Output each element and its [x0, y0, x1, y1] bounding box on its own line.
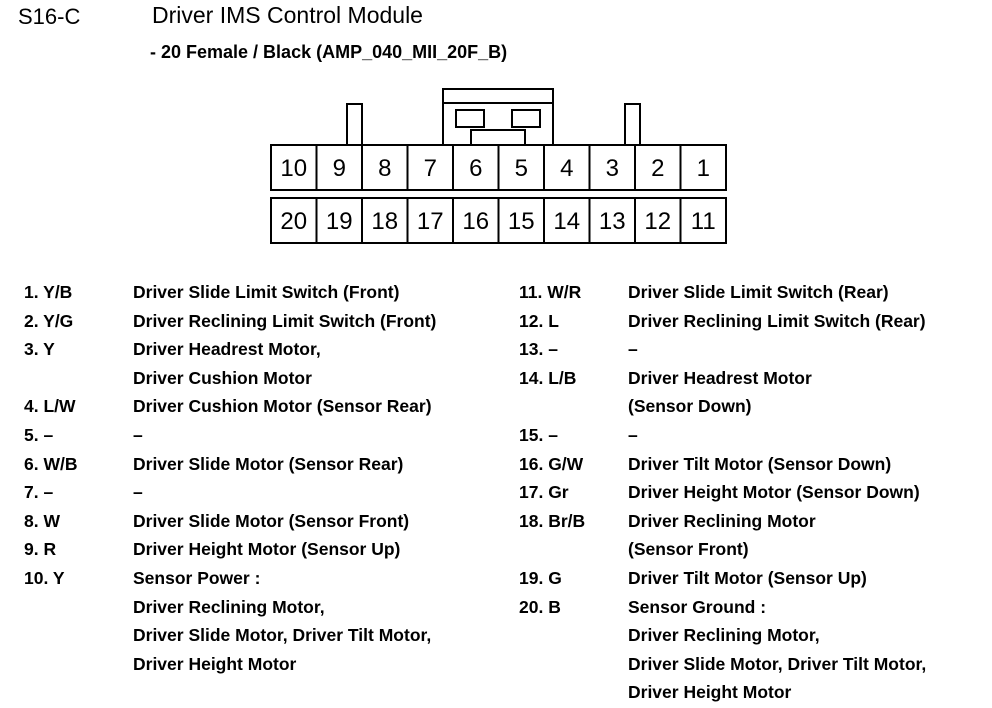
- pin-row: 4. L/W Driver Cushion Motor (Sensor Rear): [20, 392, 510, 421]
- pin-description: Sensor Power : Driver Reclining Motor, D…: [133, 567, 432, 674]
- connector-pin-20: 20: [280, 208, 307, 235]
- connector-pin-19: 19: [326, 208, 353, 235]
- pin-description: Driver Headrest Motor (Sensor Down): [628, 367, 812, 417]
- top-row-pin-labels: 10 9 8 7 6 5 4 3 2 1: [280, 155, 710, 182]
- connector-pin-14: 14: [553, 208, 580, 235]
- pin-number-and-wire-color: 19. G: [519, 567, 562, 588]
- connector-pin-12: 12: [644, 208, 671, 235]
- pin-row: 12. L Driver Reclining Limit Switch (Rear…: [515, 307, 992, 336]
- pin-row: 10. Y Sensor Power : Driver Reclining Mot…: [20, 564, 510, 678]
- connector-pin-10: 10: [280, 155, 307, 182]
- right-guide-tab-icon: [623, 102, 642, 147]
- pin-description: Driver Height Motor (Sensor Down): [628, 482, 920, 503]
- left-guide-tab-icon: [345, 102, 364, 147]
- pin-number-and-wire-color: 2. Y/G: [24, 310, 74, 331]
- bottom-row-pin-labels: 20 19 18 17 16 15 14 13 12 11: [280, 208, 715, 235]
- connector-pin-8: 8: [378, 155, 391, 182]
- pin-number-and-wire-color: 15. –: [519, 424, 558, 445]
- pin-number-and-wire-color: 5. –: [24, 424, 54, 445]
- connector-pin-1: 1: [697, 155, 710, 182]
- connector-pin-11: 11: [691, 208, 716, 235]
- connector-pin-15: 15: [508, 208, 535, 235]
- connector-pin-2: 2: [651, 155, 664, 182]
- pin-number-and-wire-color: 11. W/R: [519, 282, 582, 302]
- pin-row: 17. Gr Driver Height Motor (Sensor Down): [515, 478, 992, 507]
- pin-row: 6. W/B Driver Slide Motor (Sensor Rear): [20, 450, 510, 479]
- pin-row: 18. Br/B Driver Reclining Motor (Sensor F…: [515, 507, 992, 564]
- module-title: Driver IMS Control Module: [152, 2, 423, 28]
- pin-description: –: [133, 482, 143, 503]
- pin-row: 16. G/W Driver Tilt Motor (Sensor Down): [515, 450, 992, 479]
- connector-pin-9: 9: [333, 155, 346, 182]
- pin-number-and-wire-color: 13. –: [519, 339, 558, 360]
- pin-description: Driver Reclining Limit Switch (Front): [133, 310, 437, 331]
- pin-description: Driver Tilt Motor (Sensor Up): [628, 567, 867, 588]
- pin-description: Driver Slide Motor (Sensor Front): [133, 510, 410, 531]
- pin-description: –: [133, 424, 143, 445]
- connector-pin-13: 13: [599, 208, 626, 235]
- pin-row: 5. – –: [20, 421, 510, 450]
- pin-description: Sensor Ground : Driver Reclining Motor, …: [628, 596, 927, 703]
- pin-row: 13. – –: [515, 335, 992, 364]
- connector-pin-18: 18: [371, 208, 398, 235]
- connector-pin-5: 5: [515, 155, 528, 182]
- pin-list-left: 1. Y/B Driver Slide Limit Switch (Front) 2…: [20, 278, 510, 678]
- pin-row: 8. W Driver Slide Motor (Sensor Front): [20, 507, 510, 536]
- pin-number-and-wire-color: 8. W: [24, 510, 60, 531]
- connector-pin-7: 7: [424, 155, 437, 182]
- pin-number-and-wire-color: 7. –: [24, 482, 54, 503]
- pin-description: Driver Slide Limit Switch (Rear): [628, 282, 889, 302]
- pin-number-and-wire-color: 12. L: [519, 310, 559, 331]
- pin-row: 7. – –: [20, 478, 510, 507]
- pin-number-and-wire-color: 16. G/W: [519, 453, 584, 474]
- pin-description: Driver Reclining Limit Switch (Rear): [628, 310, 926, 331]
- pin-row: 3. Y Driver Headrest Motor, Driver Cushio…: [20, 335, 510, 392]
- pin-number-and-wire-color: 6. W/B: [24, 453, 78, 474]
- pin-row: 20. B Sensor Ground : Driver Reclining Mo…: [515, 593, 992, 707]
- pin-description: Driver Cushion Motor (Sensor Rear): [133, 396, 432, 417]
- pin-description: –: [628, 339, 638, 360]
- pin-row: 14. L/B Driver Headrest Motor (Sensor Dow…: [515, 364, 992, 421]
- pin-description: Driver Tilt Motor (Sensor Down): [628, 453, 892, 474]
- connector-bottom-row: [269, 196, 728, 245]
- center-latch-icon: [441, 87, 555, 147]
- pin-number-and-wire-color: 14. L/B: [519, 367, 577, 388]
- connector-pin-17: 17: [417, 208, 444, 235]
- pin-row: 2. Y/G Driver Reclining Limit Switch (Fro…: [20, 307, 510, 336]
- pin-number-and-wire-color: 10. Y: [24, 567, 65, 588]
- pin-number-and-wire-color: 9. R: [24, 539, 57, 560]
- connector-pin-4: 4: [560, 155, 573, 182]
- pin-description: –: [628, 424, 638, 445]
- connector-top-row: [269, 143, 728, 192]
- pin-number-and-wire-color: 17. Gr: [519, 482, 569, 503]
- pin-description: Driver Headrest Motor, Driver Cushion Mo…: [133, 339, 321, 388]
- pin-row: 1. Y/B Driver Slide Limit Switch (Front): [20, 278, 510, 307]
- pin-row: 19. G Driver Tilt Motor (Sensor Up): [515, 564, 992, 593]
- connector-pin-16: 16: [462, 208, 489, 235]
- pin-number-and-wire-color: 3. Y: [24, 339, 55, 360]
- connector-pin-6: 6: [469, 155, 482, 182]
- pin-description: Driver Slide Limit Switch (Front): [133, 282, 400, 302]
- pin-row: 11. W/R Driver Slide Limit Switch (Rear): [515, 278, 992, 307]
- pin-description: Driver Reclining Motor (Sensor Front): [628, 510, 816, 560]
- connector-code: S16-C: [18, 4, 81, 29]
- pin-number-and-wire-color: 4. L/W: [24, 396, 76, 417]
- connector-subtitle: - 20 Female / Black (AMP_040_MII_20F_B): [150, 42, 508, 62]
- pin-number-and-wire-color: 20. B: [519, 596, 561, 617]
- pin-row: 9. R Driver Height Motor (Sensor Up): [20, 535, 510, 564]
- pin-description: Driver Slide Motor (Sensor Rear): [133, 453, 404, 474]
- pin-description: Driver Height Motor (Sensor Up): [133, 539, 401, 560]
- pin-number-and-wire-color: 1. Y/B: [24, 282, 73, 302]
- pin-row: 15. – –: [515, 421, 992, 450]
- connector-pin-3: 3: [606, 155, 619, 182]
- pin-number-and-wire-color: 18. Br/B: [519, 510, 586, 531]
